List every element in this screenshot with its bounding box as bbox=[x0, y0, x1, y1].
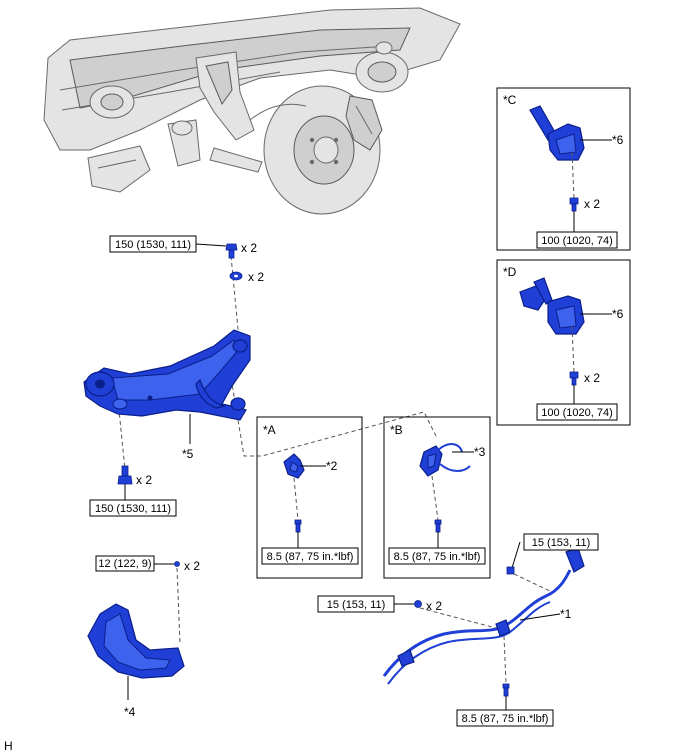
view-c-label: *C bbox=[503, 93, 517, 107]
cover-part bbox=[87, 603, 185, 679]
view-b-bolt-icon bbox=[434, 519, 442, 533]
view-c-torque-text: 100 (1020, 74) bbox=[541, 235, 613, 247]
view-b-torque-text: 8.5 (87, 75 in.*lbf) bbox=[394, 551, 481, 563]
view-c-bolt-icon bbox=[569, 197, 579, 212]
wire-right-torque-text: 15 (153, 11) bbox=[532, 537, 591, 549]
view-d-bolt-qty: x 2 bbox=[584, 371, 600, 385]
view-c-panel: *C *6 x 2 100 (1020, 74) bbox=[496, 87, 631, 251]
callout-4: *4 bbox=[124, 705, 136, 719]
wire-connector-icon bbox=[565, 547, 585, 573]
view-a-label: *A bbox=[263, 423, 276, 437]
view-a-torque-box bbox=[261, 547, 359, 565]
view-a-panel: *A *2 8.5 (87, 75 in.*lbf) bbox=[256, 416, 363, 579]
view-c-torque-box bbox=[536, 231, 618, 249]
lower-arm-part bbox=[83, 329, 251, 421]
wire-right-torque-box bbox=[523, 533, 599, 551]
arm-top-bolt-icon bbox=[225, 243, 238, 259]
view-d-panel: *D *6 x 2 100 (1020, 74) bbox=[496, 259, 631, 426]
cover-torque-text: 12 (122, 9) bbox=[98, 558, 151, 570]
wire-right-bolt-icon bbox=[506, 566, 515, 575]
view-d-torque-text: 100 (1020, 74) bbox=[541, 407, 613, 419]
wire-bottom-bolt-icon bbox=[502, 683, 510, 697]
wire-harness-group: 15 (153, 11) 15 (153, 11) x 2 *1 8.5 (87… bbox=[317, 533, 599, 727]
arm-top-bolt-qty: x 2 bbox=[241, 241, 257, 255]
lower-arm-group: 150 (1530, 111) x 2 x 2 150 (1530, 111) … bbox=[83, 235, 437, 517]
callout-6-view-c: *6 bbox=[612, 133, 624, 147]
callout-3: *3 bbox=[474, 445, 486, 459]
arm-washer-qty: x 2 bbox=[248, 270, 264, 284]
view-d-bolt-icon bbox=[569, 371, 579, 386]
arm-bottom-torque-box bbox=[89, 499, 177, 517]
view-b-panel: *B *3 8.5 (87, 75 in.*lbf) bbox=[383, 416, 491, 579]
view-b-label: *B bbox=[390, 423, 403, 437]
arm-bottom-bolt-qty: x 2 bbox=[136, 473, 152, 487]
arm-bottom-torque-text: 150 (1530, 111) bbox=[95, 503, 171, 515]
cover-group: 12 (122, 9) x 2 *4 bbox=[87, 555, 200, 719]
wire-bottom-torque-box bbox=[456, 709, 554, 727]
view-c-bolt-qty: x 2 bbox=[584, 197, 600, 211]
callout-2: *2 bbox=[326, 459, 338, 473]
view-a-bolt-icon bbox=[294, 519, 302, 533]
callout-5: *5 bbox=[182, 447, 194, 461]
callout-6-view-d: *6 bbox=[612, 307, 624, 321]
cover-screw-qty: x 2 bbox=[184, 559, 200, 573]
wire-left-bolt-qty: x 2 bbox=[426, 599, 442, 613]
view-b-torque-box bbox=[388, 547, 486, 565]
arm-washer-icon bbox=[229, 271, 243, 281]
corner-mark: H bbox=[4, 739, 13, 753]
arm-bottom-bolt-icon bbox=[117, 465, 133, 485]
arm-top-torque-text: 150 (1530, 111) bbox=[115, 239, 191, 251]
wire-bracket-mid-icon bbox=[495, 619, 511, 637]
wire-left-torque-text: 15 (153, 11) bbox=[327, 599, 386, 611]
wire-left-bolt-icon bbox=[414, 600, 422, 608]
wire-bottom-torque-text: 8.5 (87, 75 in.*lbf) bbox=[462, 713, 549, 725]
callout-1: *1 bbox=[560, 607, 572, 621]
cover-screw-icon bbox=[174, 561, 180, 567]
view-d-label: *D bbox=[503, 265, 517, 279]
wire-bracket-left-icon bbox=[397, 649, 415, 667]
suspension-assembly-illustration bbox=[43, 7, 461, 215]
view-d-torque-box bbox=[536, 403, 618, 421]
view-a-torque-text: 8.5 (87, 75 in.*lbf) bbox=[267, 551, 354, 563]
